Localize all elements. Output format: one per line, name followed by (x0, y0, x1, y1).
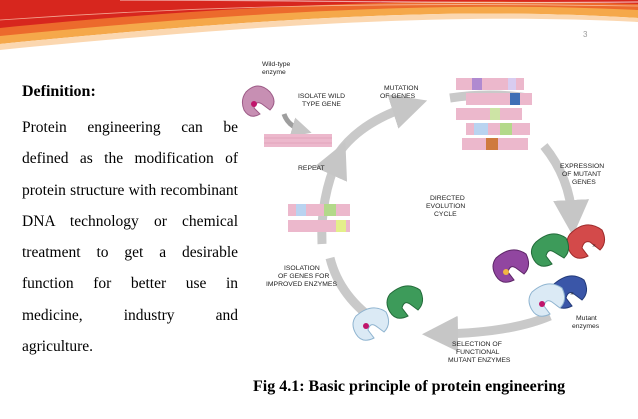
mutated-genes (456, 78, 532, 150)
isolated-genes (288, 204, 350, 232)
decorative-banner (0, 0, 638, 50)
label-repeat: REPEAT (298, 165, 325, 172)
arrow-to-gene (281, 113, 312, 137)
mutant-enzyme-icons: × × (492, 224, 606, 317)
figure-caption: Fig 4.1: Basic principle of protein engi… (253, 378, 566, 395)
definition-text: Protein engineering can be defined as th… (22, 119, 238, 356)
svg-text:×: × (570, 290, 574, 298)
page-number: 3 (583, 30, 588, 39)
wild-type-gene-bar (264, 134, 332, 147)
selected-enzyme-icons (352, 285, 424, 341)
definition-heading: Definition: (22, 83, 96, 100)
svg-text:×: × (592, 242, 596, 250)
wild-type-enzyme-icon (241, 85, 275, 117)
